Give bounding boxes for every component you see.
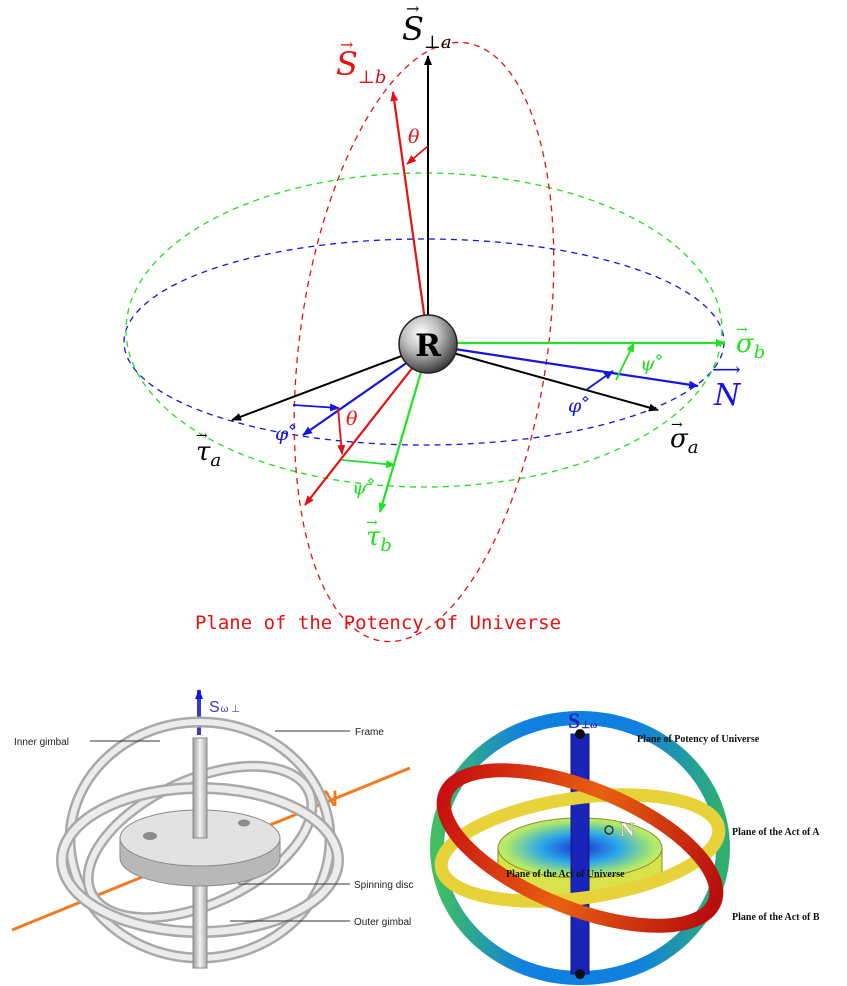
tau-b-vecmark: → bbox=[366, 515, 378, 531]
n-arrow bbox=[427, 343, 699, 389]
gyro-shaft-upper bbox=[192, 737, 208, 839]
sphere-label-act-a: Plane of the Act of A bbox=[732, 827, 820, 838]
top-diagram: R S⊥a → S⊥b → σb → N ⟶ σa → τa → τb → θ … bbox=[123, 0, 765, 643]
theta-top-label: θ bbox=[408, 126, 420, 148]
gyro-disc-hole bbox=[143, 832, 157, 840]
act-b-ring bbox=[436, 763, 724, 933]
phi-right-label: φ⋄ bbox=[568, 392, 589, 417]
sphere-n-label: N bbox=[620, 819, 635, 841]
psi-right-arrow bbox=[615, 342, 635, 381]
sphere-shaft bbox=[570, 733, 590, 975]
sigma-b-vecmark: → bbox=[736, 322, 748, 338]
gyro-label-inner-gimbal: Inner gimbal bbox=[14, 737, 69, 748]
n-vecmark: ⟶ bbox=[712, 357, 741, 381]
gyro-axis-label: Sω ⊥ bbox=[209, 699, 240, 716]
theta-left-arrow bbox=[337, 407, 346, 455]
psi-left-label: ψ⋄ bbox=[352, 474, 375, 499]
sphere-label-act-universe: Plane of the Act of Universe bbox=[506, 869, 625, 880]
potency-caption: Plane of the Potency of Universe bbox=[195, 612, 561, 634]
sphere-shaft-top bbox=[575, 729, 585, 739]
psi-right-label: ψ⋄ bbox=[640, 350, 663, 375]
label-sigma-b: σb bbox=[736, 329, 765, 363]
label-tau-b: τb bbox=[366, 522, 392, 556]
center-label: R bbox=[415, 328, 441, 364]
sigma-a-vecmark: → bbox=[671, 417, 683, 433]
sphere-label-potency: Plane of Potency of Universe bbox=[637, 734, 760, 745]
s-perp-a-vecmark: → bbox=[406, 0, 419, 18]
psi-left-arrow bbox=[341, 459, 396, 469]
label-tau-a: τa bbox=[196, 437, 221, 471]
label-s-perp-b: S⊥b bbox=[336, 45, 386, 88]
gyroscope-image: N Sω ⊥ Inner gimbal Frame Spinning disc … bbox=[11, 689, 413, 969]
sphere-model-image: S⊥ω N Plane of Potency of Universe Plane… bbox=[430, 708, 820, 985]
tau-a-vecmark: → bbox=[196, 428, 208, 444]
gyro-label-outer-gimbal: Outer gimbal bbox=[354, 917, 411, 928]
sphere-axis-label: S⊥ω bbox=[568, 708, 597, 733]
gyro-label-spinning-disc: Spinning disc bbox=[354, 880, 413, 891]
green-plane-ellipse bbox=[125, 172, 723, 488]
tau-b-arrow bbox=[378, 347, 430, 513]
red-plane-ellipse bbox=[293, 41, 555, 643]
red-down-arrow bbox=[304, 347, 429, 506]
s-perp-b-vecmark: → bbox=[340, 35, 353, 54]
phi-right-arrow bbox=[585, 370, 614, 391]
sphere-shaft-bottom bbox=[575, 969, 585, 979]
sigma-a-arrow bbox=[427, 345, 659, 412]
tau-a-arrow bbox=[231, 345, 429, 421]
sphere-n-pivot bbox=[604, 825, 614, 835]
theta-left-label: θ bbox=[346, 408, 358, 430]
sphere-label-act-b: Plane of the Act of B bbox=[732, 912, 820, 923]
label-s-perp-a: S⊥a bbox=[402, 10, 452, 53]
gyro-label-frame: Frame bbox=[355, 727, 384, 738]
label-sigma-a: σa bbox=[670, 424, 698, 458]
phi-left-label: φ⋄ bbox=[275, 420, 296, 445]
label-n: N bbox=[713, 378, 742, 413]
phi-left-arrow bbox=[292, 403, 340, 412]
gyro-disc-hole bbox=[238, 819, 250, 827]
act-a-ring bbox=[434, 788, 726, 908]
s-perp-b-arrow bbox=[390, 91, 430, 343]
center-ball bbox=[398, 314, 458, 374]
theta-top-arrow bbox=[406, 145, 429, 165]
